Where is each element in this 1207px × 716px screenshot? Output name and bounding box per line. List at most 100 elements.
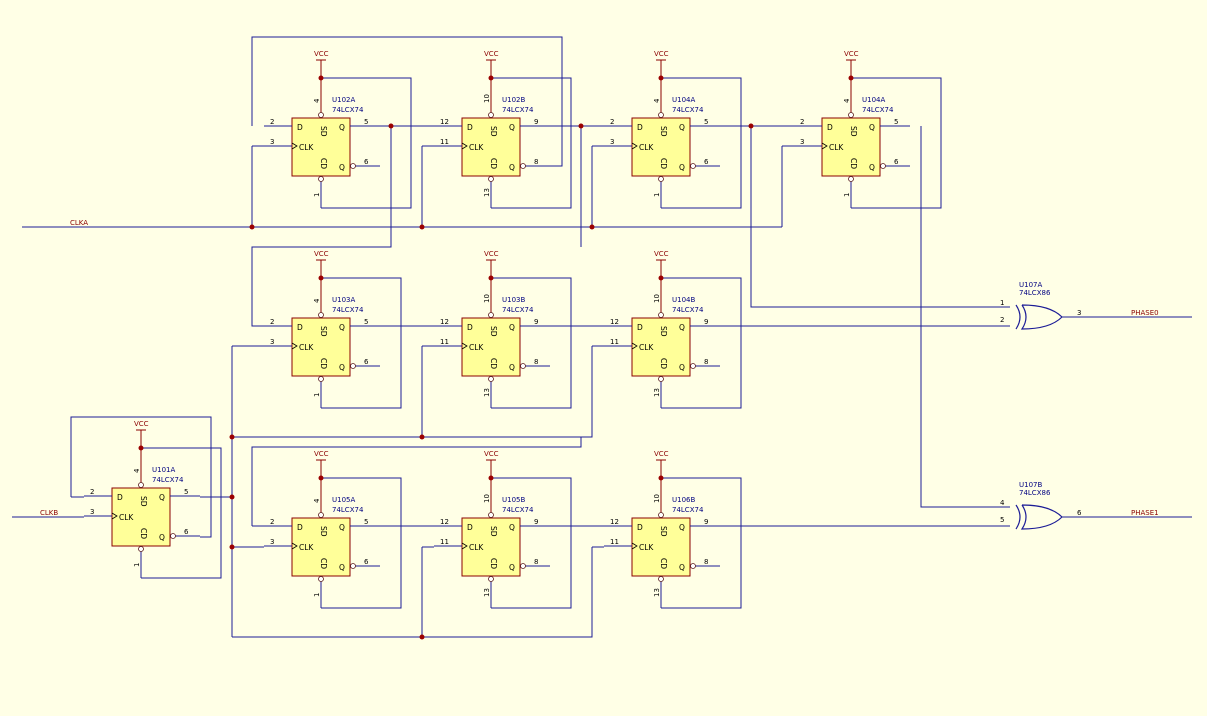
pin-number-cd: 13 [653,588,661,597]
junction-dot [419,224,425,230]
pin-number-cd: 13 [483,388,491,397]
label-cd: CD [489,558,498,569]
junction-dot [388,123,394,129]
parts: VCCDCLKQQSDCD235641U102A74LCX74VCCDCLKQQ… [84,50,1192,608]
pin-number-qn: 8 [704,558,708,566]
pin-number-d: 2 [270,118,274,126]
pin-number-sd: 10 [483,494,491,503]
pin-number-clk: 3 [270,538,274,546]
junction-dot [419,634,425,640]
reference-designator: U107B [1019,481,1042,489]
bubble-qn [520,363,526,369]
flipflop-body [291,117,351,177]
part-number: 74LCX74 [672,506,704,514]
vcc-label: VCC [484,450,499,458]
label-qn: Q [679,563,685,572]
pin-number-sd: 4 [133,468,141,473]
part-number: 74LCX74 [332,106,364,114]
label-q: Q [159,493,165,502]
label-q: Q [509,123,515,132]
label-cd: CD [659,358,668,369]
bubble-sd [318,112,324,118]
pin-number-qn: 8 [534,558,538,566]
pin-number-qn: 6 [704,158,709,166]
label-d: D [467,323,473,332]
pin-number-d: 12 [440,318,449,326]
junction-dot [419,434,425,440]
wire-segment [491,77,572,209]
label-sd: SD [849,126,858,137]
part-number: 74LCX74 [672,106,704,114]
junction-dot [589,224,595,230]
part-number: 74LCX74 [152,476,184,484]
pin-number-d: 12 [440,118,449,126]
wire-segment [251,36,563,167]
label-cd: CD [489,358,498,369]
bubble-qn [690,363,696,369]
pin-number-q: 9 [534,118,538,126]
bubble-qn [690,563,696,569]
label-q: Q [509,523,515,532]
bubble-cd [658,376,664,382]
pin-number-clk: 11 [610,338,619,346]
wire-segment [750,126,1010,308]
label-d: D [297,123,303,132]
pin-number-q: 5 [894,118,898,126]
label-qn: Q [509,363,515,372]
label-qn: Q [679,163,685,172]
part-number: 74LCX74 [502,306,534,314]
wire-segment [920,126,1010,508]
clk-triangle [461,342,468,350]
wire-segment [661,277,742,409]
reference-designator: U101A [152,466,175,474]
wire-segment [321,77,412,209]
bubble-qn [170,533,176,539]
bubble-sd [318,312,324,318]
junction-dot [318,475,324,481]
part-number: 74LCX74 [502,106,534,114]
reference-designator: U105B [502,496,525,504]
flipflop-body [461,517,521,577]
pin-number-d: 12 [610,318,619,326]
pin-number-clk: 11 [610,538,619,546]
label-qn: Q [339,163,345,172]
bubble-cd [488,376,494,382]
net-labels: CLKA CLKB PHASE0 PHASE1 [40,219,1159,517]
pin-number-a: 4 [1000,499,1005,507]
bubble-qn [880,163,886,169]
flipflop-body [111,487,171,547]
bubble-sd [488,312,494,318]
label-cd: CD [659,558,668,569]
label-sd: SD [659,126,668,137]
vcc-label: VCC [134,420,149,428]
label-sd: SD [319,326,328,337]
part-number: 74LCX74 [332,306,364,314]
pin-number-clk: 3 [800,138,804,146]
label-sd: SD [139,496,148,507]
part-number: 74LCX86 [1019,489,1051,497]
reference-designator: U107A [1019,281,1042,289]
pin-number-cd: 1 [313,393,321,397]
label-d: D [467,523,473,532]
junction-dot [229,494,235,500]
bubble-cd [658,176,664,182]
clk-triangle [821,142,828,150]
pin-number-cd: 1 [133,563,141,567]
xor-back-arc [1015,304,1021,330]
label-d: D [467,123,473,132]
bubble-cd [318,576,324,582]
wire-segment [141,447,222,579]
reference-designator: U102B [502,96,525,104]
bubble-sd [658,512,664,518]
pin-number-d: 12 [440,518,449,526]
junction-dot [488,275,494,281]
label-q: Q [339,323,345,332]
wire-segment [232,547,593,638]
label-sd: SD [319,526,328,537]
